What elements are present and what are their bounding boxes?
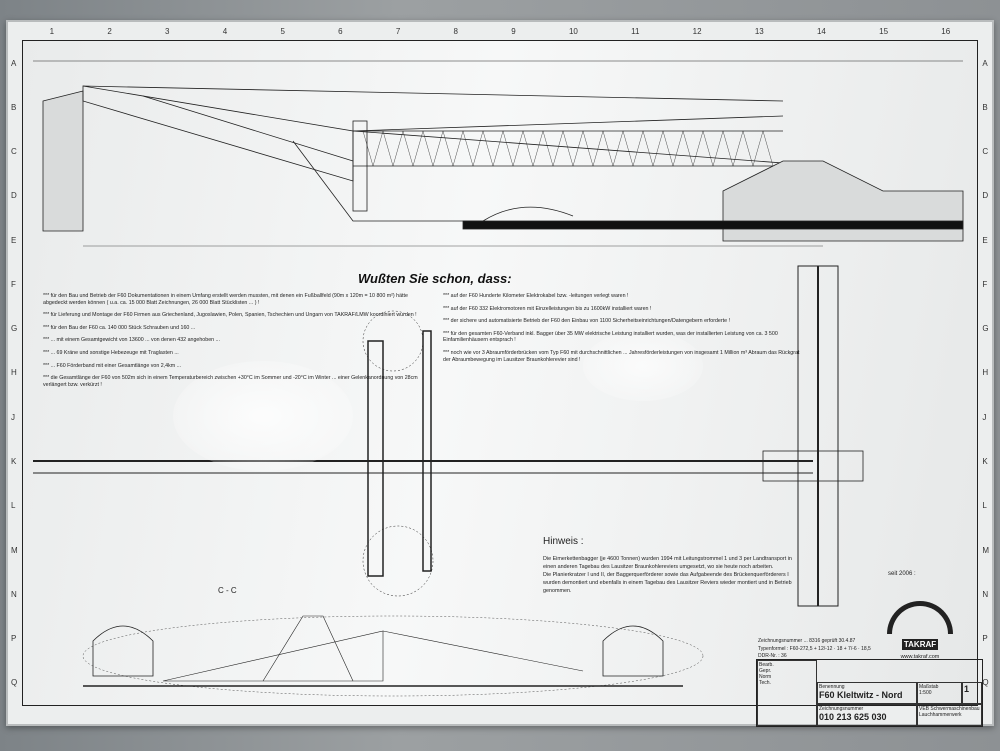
fact-item: *** ... mit einem Gesamtgewicht von 1360… — [43, 337, 220, 344]
row-letter: F — [982, 279, 988, 289]
column-number: 4 — [222, 27, 228, 36]
row-letter: B — [982, 102, 988, 112]
row-letter: J — [982, 412, 987, 422]
row-letter: L — [11, 501, 16, 511]
fact-item: *** die Gesamtlänge der F60 von 502m sic… — [43, 375, 418, 388]
row-letter: F — [11, 279, 16, 289]
meta-line: Zeichnungsnummer ... 8316 geprüft 30.4.8… — [758, 638, 856, 644]
facts-right-column: *** auf der F60 Hunderte Kilometer Elekt… — [443, 293, 803, 369]
row-letter: B — [11, 102, 17, 112]
row-letter: H — [11, 368, 17, 378]
name-cell: Benennung F60 Kleltwitz - Nord — [817, 682, 917, 704]
row-letter: K — [11, 457, 17, 467]
column-number: 15 — [879, 27, 889, 36]
hinweis-text-2: Die Planierkratzer I und II, der Baggerq… — [543, 572, 792, 595]
row-letter: N — [11, 589, 17, 599]
column-number: 2 — [107, 27, 112, 36]
drawing-name: F60 Kleltwitz - Nord — [819, 690, 903, 700]
row-letter: G — [982, 324, 989, 334]
row-letter: G — [11, 324, 18, 334]
fact-item: *** für den Bau und Betrieb der F60 Doku… — [43, 293, 408, 306]
row-letter: L — [982, 501, 987, 511]
row-letter: H — [982, 368, 989, 378]
fact-item: *** noch wie vor 3 Abraumförderbrücken v… — [443, 350, 800, 363]
fact-item: *** auf der F60 Hunderte Kilometer Elekt… — [443, 293, 629, 299]
column-number: 13 — [754, 27, 764, 36]
meta-line: Typenformel : F60-272,5 + 12/-12 · 18 + … — [758, 645, 871, 652]
row-letter: Q — [982, 678, 989, 688]
hinweis-text-1: Die Eimerkettenbagger (je 4600 Tonnen) w… — [543, 556, 792, 571]
meta-line: DDR-Nr. : 36 — [758, 653, 787, 659]
fact-item: *** ... 69 Kräne und sonstige Hebezeuge … — [43, 350, 179, 357]
takraf-url: www.takraf.com — [900, 654, 940, 660]
takraf-logo: TAKRAF www.takraf.com — [885, 601, 955, 660]
row-letter: P — [11, 634, 17, 644]
fact-item: *** für den Bau der F60 ca. 140 000 Stüc… — [43, 324, 196, 331]
row-letter: C — [11, 147, 17, 157]
column-number: 11 — [631, 27, 640, 36]
plan-view-drawing — [33, 265, 864, 607]
column-number: 8 — [453, 27, 458, 36]
row-letter: D — [982, 191, 989, 201]
facts-left-column: *** für den Bau und Betrieb der F60 Doku… — [43, 293, 423, 394]
hinweis-title: Hinweis : — [543, 536, 584, 547]
number-cell: Zeichnungsnummer 010 213 625 030 — [817, 704, 917, 726]
row-letter: A — [11, 58, 17, 68]
column-number: 14 — [816, 27, 826, 36]
row-letter: K — [982, 457, 988, 467]
fact-item: *** für Lieferung und Montage der F60 Fi… — [43, 312, 417, 319]
column-number: 9 — [511, 27, 516, 36]
fact-item: *** auf der F60 332 Elektromotoren mit E… — [443, 305, 652, 312]
row-letter: E — [11, 235, 17, 245]
sheet-cell: 1 — [962, 682, 982, 704]
column-number: 3 — [165, 27, 170, 36]
row-letter: M — [11, 545, 18, 555]
row-letter: M — [982, 545, 989, 555]
light-reflection — [173, 361, 353, 471]
bridge-drawings — [33, 60, 964, 697]
row-letter: J — [11, 412, 15, 422]
fact-item: *** für den gesamten F60-Verband inkl. B… — [443, 330, 778, 344]
column-number: 10 — [568, 27, 578, 36]
row-letter: E — [982, 235, 988, 245]
section-label: C - C — [218, 586, 237, 595]
fact-item: *** der sichere und automatisierte Betri… — [443, 318, 730, 325]
drawing-meta: Zeichnungsnummer ... 8316 geprüft 30.4.8… — [758, 638, 871, 661]
column-number: 5 — [280, 27, 285, 36]
cross-section-drawing — [82, 615, 704, 697]
row-index-left: A B C D E F G H J K L M N P Q — [11, 41, 18, 705]
row-letter: D — [11, 191, 17, 201]
since-label: seit 2006 : — [888, 571, 916, 577]
side-elevation-drawing — [33, 60, 964, 247]
light-reflection — [583, 331, 703, 401]
facts-heading: Wußten Sie schon, dass: — [358, 271, 512, 286]
company-cell: VEB Schwermaschinenbau Lauchhammerwerk — [917, 704, 982, 726]
row-index-right: A B C D E F G H J K L M N P Q — [982, 41, 989, 705]
row-letter: P — [982, 634, 988, 644]
column-number: 6 — [338, 27, 343, 36]
row-letter: C — [982, 147, 989, 157]
row-letter: A — [982, 58, 988, 68]
column-number: 7 — [395, 27, 401, 36]
column-number: 16 — [941, 27, 951, 36]
hinweis-note: Hinweis : Die Eimerkettenbagger (je 4600… — [543, 534, 793, 596]
drawing-number: 010 213 625 030 — [819, 712, 887, 722]
column-number: 12 — [692, 27, 702, 36]
column-number: 1 — [49, 27, 55, 36]
fact-item: *** ... F60 Förderband mit einer Gesamtl… — [43, 362, 182, 369]
row-letter: Q — [11, 678, 18, 688]
row-letter: N — [982, 589, 989, 599]
